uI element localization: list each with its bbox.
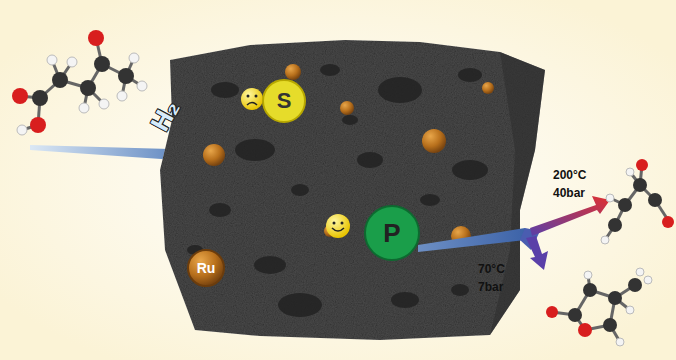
pressure-label: 7bar (478, 280, 503, 294)
node-label: S (277, 88, 292, 114)
pressure-label: 40bar (553, 186, 585, 200)
node-label: Ru (197, 260, 216, 276)
hydrogen-label: H₂ (144, 95, 186, 136)
temperature-label: 200°C (553, 168, 587, 182)
phosphorus-disc: P (364, 205, 420, 261)
ruthenium-particle: Ru (187, 249, 225, 287)
temperature-label: 70°C (478, 262, 505, 276)
sulfur-disc: S (262, 79, 306, 123)
node-label: P (383, 218, 400, 249)
